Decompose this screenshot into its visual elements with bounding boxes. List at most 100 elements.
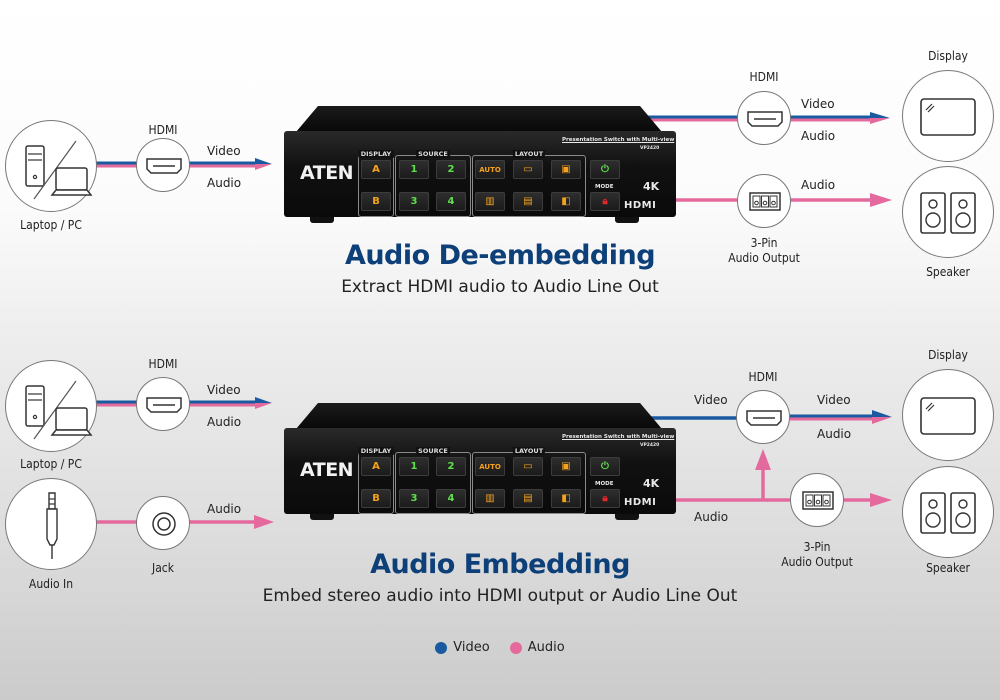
display-b-button[interactable]: B — [361, 192, 391, 211]
mode-label: MODE — [595, 184, 614, 190]
display-node — [902, 70, 994, 162]
section-title-de-embedding: Audio De-embedding — [344, 240, 656, 271]
source-1-button[interactable]: 1 — [399, 160, 429, 179]
output-video-label: Video — [801, 97, 835, 111]
source-3-button[interactable]: 3 — [399, 192, 429, 211]
3-pin-label-line1: 3-Pin — [750, 236, 778, 250]
speaker-icon — [920, 192, 976, 234]
hdmi-input-node — [136, 138, 190, 192]
display-b-button[interactable]: B — [361, 489, 391, 508]
3-pin-terminal-icon — [749, 192, 781, 211]
layout-side-by-side-button[interactable]: ▭ — [513, 457, 543, 476]
presentation-switch-device: ATEN Presentation Switch with Multi-view… — [280, 106, 680, 226]
laptop-pc-label: Laptop / PC — [20, 457, 82, 471]
laptop-pc-icon — [25, 380, 93, 440]
layout-side-by-side-button[interactable]: ▭ — [513, 160, 543, 179]
source-group: SOURCE — [395, 150, 471, 217]
3-pin-label-line2: Audio Output — [781, 555, 853, 569]
power-button[interactable]: ⏻ — [590, 457, 620, 476]
legend-item-audio: Audio — [509, 640, 565, 655]
power-button[interactable]: ⏻ — [590, 160, 620, 179]
hdmi-badge: HDMI — [624, 497, 657, 508]
source-4-button[interactable]: 4 — [436, 192, 466, 211]
hdmi-port-icon — [746, 410, 782, 426]
3-pin-output-node — [790, 473, 844, 527]
product-name: Presentation Switch with Multi-view — [562, 434, 675, 440]
source-2-button[interactable]: 2 — [436, 160, 466, 179]
input-video-label: Video — [207, 144, 241, 158]
audio-plug-icon — [46, 492, 58, 559]
output-audio-label: Audio — [801, 129, 836, 143]
input-audio-label: Audio — [207, 176, 242, 190]
layout-group: LAYOUT — [472, 447, 586, 514]
output-audio-label: Audio — [817, 427, 852, 441]
laptop-pc-icon — [25, 140, 93, 200]
layout-auto-button[interactable]: AUTO — [475, 160, 505, 179]
4k-badge: 4K — [643, 180, 660, 193]
layout-quad-button[interactable]: ▥ — [475, 192, 505, 211]
jack-icon — [152, 512, 176, 536]
mode-lock-button[interactable]: 🔒︎ — [590, 192, 620, 211]
hdmi-port-icon — [146, 397, 182, 413]
layout-group: LAYOUT — [472, 150, 586, 217]
jack-node — [136, 496, 190, 550]
source-group: SOURCE — [395, 447, 471, 514]
display-a-button[interactable]: A — [361, 457, 391, 476]
jack-audio-label: Audio — [207, 502, 242, 516]
source-4-button[interactable]: 4 — [436, 489, 466, 508]
source-2-button[interactable]: 2 — [436, 457, 466, 476]
layout-pop-button[interactable]: ◧ — [551, 192, 581, 211]
3-pin-terminal-icon — [802, 491, 834, 510]
layout-split-button[interactable]: ▤ — [513, 192, 543, 211]
layout-split-button[interactable]: ▤ — [513, 489, 543, 508]
source-3-button[interactable]: 3 — [399, 489, 429, 508]
section-subtitle-embedding: Embed stereo audio into HDMI output or A… — [262, 586, 738, 606]
layout-quad-button[interactable]: ▥ — [475, 489, 505, 508]
aten-logo: ATEN — [300, 162, 354, 184]
speaker-label: Speaker — [926, 265, 970, 279]
presentation-switch-device: ATEN Presentation Switch with Multi-view… — [280, 403, 680, 523]
legend: Video Audio — [0, 640, 1000, 655]
display-group: DISPLAY — [358, 150, 394, 217]
display-group: DISPLAY — [358, 447, 394, 514]
layout-pop-button[interactable]: ◧ — [551, 489, 581, 508]
device-output-audio-label: Audio — [694, 510, 729, 524]
audio-color-swatch — [509, 641, 522, 654]
hdmi-output-node — [737, 91, 791, 145]
display-icon — [920, 98, 976, 136]
bottom-video-output-line — [640, 410, 892, 424]
device-output-video-label: Video — [694, 393, 728, 407]
hdmi-output-label: HDMI — [749, 70, 779, 84]
speaker-node — [902, 166, 994, 258]
output-video-label: Video — [817, 393, 851, 407]
mode-lock-button[interactable]: 🔒︎ — [590, 489, 620, 508]
hdmi-badge: HDMI — [624, 200, 657, 211]
hdmi-input-node — [136, 377, 190, 431]
section-subtitle-de-embedding: Extract HDMI audio to Audio Line Out — [341, 277, 659, 297]
layout-auto-button[interactable]: AUTO — [475, 457, 505, 476]
3-pin-label-line1: 3-Pin — [803, 540, 831, 554]
hdmi-input-label: HDMI — [148, 357, 178, 371]
layout-pip-button[interactable]: ▣ — [551, 160, 581, 179]
input-audio-label: Audio — [207, 415, 242, 429]
laptop-pc-node — [5, 120, 97, 212]
4k-badge: 4K — [643, 477, 660, 490]
source-1-button[interactable]: 1 — [399, 457, 429, 476]
3-pin-output-node — [737, 174, 791, 228]
hdmi-input-label: HDMI — [148, 123, 178, 137]
legend-audio-label: Audio — [527, 640, 565, 655]
display-label: Display — [928, 348, 968, 362]
3-pin-label-line2: Audio Output — [728, 251, 800, 265]
section-title-embedding: Audio Embedding — [370, 549, 630, 580]
aten-logo: ATEN — [300, 459, 354, 481]
layout-pip-button[interactable]: ▣ — [551, 457, 581, 476]
legend-item-video: Video — [435, 640, 490, 655]
video-color-swatch — [435, 641, 448, 654]
jack-label: Jack — [152, 561, 174, 575]
display-a-button[interactable]: A — [361, 160, 391, 179]
speaker-icon — [920, 492, 976, 534]
audio-in-label: Audio In — [28, 577, 74, 591]
model-number: VP2420 — [640, 146, 660, 151]
pin-output-audio-label: Audio — [801, 178, 836, 192]
display-label: Display — [928, 49, 968, 63]
